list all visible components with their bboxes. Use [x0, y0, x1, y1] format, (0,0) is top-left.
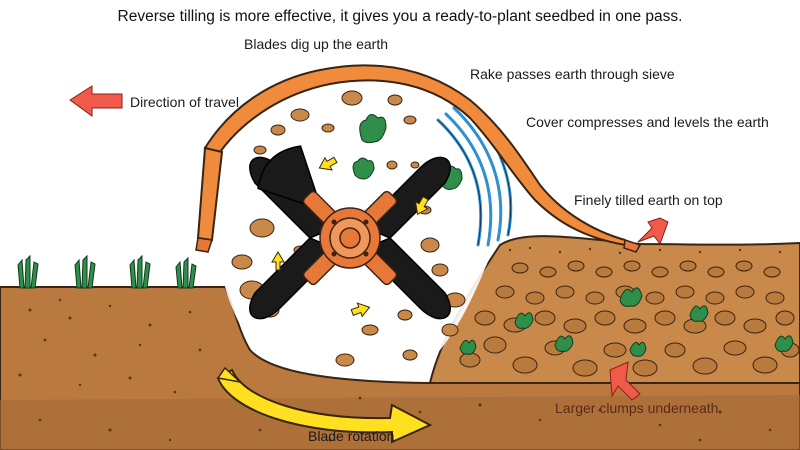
tilled-soil-pile: [428, 235, 800, 384]
blade-rotation-arrow: [216, 366, 433, 444]
page-title: Reverse tilling is more effective, it gi…: [117, 8, 683, 25]
label-cover: Cover compresses and levels the earth: [526, 114, 769, 130]
tiller-cover: [195, 64, 642, 253]
buried-plants: [459, 287, 794, 357]
label-direction-of-travel: Direction of travel: [130, 94, 239, 110]
yellow-arrow-icon: [271, 156, 429, 318]
label-finely-tilled: Finely tilled earth on top: [574, 192, 723, 208]
label-blades-dig: Blades dig up the earth: [244, 36, 388, 52]
red-arrow-icon: [69, 85, 669, 401]
label-larger-clumps: Larger clumps underneath: [555, 400, 719, 416]
label-blade-rotation: Blade rotation: [308, 428, 395, 444]
label-rake-sieve: Rake passes earth through sieve: [470, 66, 675, 82]
rotor-blades: [249, 145, 451, 320]
standing-plants: [17, 254, 197, 289]
